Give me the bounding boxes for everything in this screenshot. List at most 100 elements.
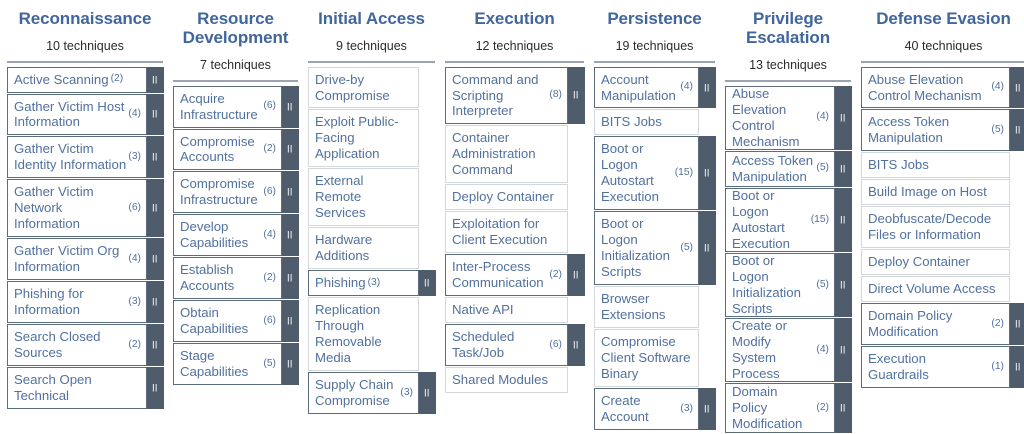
expand-subtechniques-handle[interactable]: || [282, 85, 299, 128]
subtechnique-count: (6) [128, 202, 141, 214]
technique-cell[interactable]: Boot or Logon Initialization Scripts(5) [725, 252, 835, 317]
technique-cell[interactable]: Domain Policy Modification(2) [725, 382, 835, 433]
subtechnique-count: (3) [367, 276, 381, 288]
technique-cell[interactable]: Boot or Logon Autostart Execution(15) [594, 136, 699, 211]
technique-cell[interactable]: Access Token Manipulation(5) [725, 150, 835, 187]
technique-cell[interactable]: Compromise Infrastructure(6) [173, 171, 282, 214]
technique-cell[interactable]: Develop Capabilities(4) [173, 214, 282, 257]
technique-cell[interactable]: BITS Jobs [861, 152, 1010, 179]
technique-cell[interactable]: Acquire Infrastructure(6) [173, 85, 282, 128]
expand-subtechniques-handle[interactable]: || [282, 343, 299, 386]
technique-cell[interactable]: Command and Scripting Interpreter(8) [445, 66, 568, 125]
tactic-header-divider [725, 79, 851, 82]
tactic-title-privilege-escalation[interactable]: Privilege Escalation [745, 9, 831, 48]
technique-cell[interactable]: Create Account(3) [594, 388, 699, 430]
subtechnique-count: (5) [991, 124, 1004, 136]
technique-cell[interactable]: Inter-Process Communication(2) [445, 254, 568, 297]
technique-cell[interactable]: Hardware Additions [308, 227, 419, 270]
technique-cell[interactable]: Search Open Technical [7, 367, 147, 410]
technique-cell[interactable]: Deobfuscate/Decode Files or Information [861, 206, 1010, 249]
expand-subtechniques-handle[interactable]: || [1010, 109, 1024, 152]
tactic-title-reconnaissance[interactable]: Reconnaissance [18, 9, 152, 28]
technique-cell[interactable]: Compromise Accounts(2) [173, 128, 282, 171]
technique-cell[interactable]: Boot or Logon Initialization Scripts(5) [594, 211, 699, 286]
expand-subtechniques-handle[interactable]: || [835, 85, 852, 150]
technique-cell[interactable]: Abuse Elevation Control Mechanism(4) [861, 66, 1010, 109]
expand-subtechniques-handle[interactable]: || [419, 372, 436, 414]
expand-subtechniques-handle[interactable]: || [282, 171, 299, 214]
expand-subtechniques-handle[interactable]: || [282, 257, 299, 300]
technique-cell[interactable]: Exploit Public-Facing Application [308, 109, 419, 168]
technique-cell[interactable]: Gather Victim Identity Information(3) [7, 136, 147, 179]
expand-subtechniques-handle[interactable]: || [835, 317, 852, 382]
technique-cell[interactable]: Establish Accounts(2) [173, 257, 282, 300]
expand-subtechniques-handle[interactable]: || [568, 254, 585, 297]
expand-subtechniques-handle[interactable]: || [699, 388, 716, 430]
technique-name: Container Administration Command [452, 130, 536, 178]
technique-cell[interactable]: Boot or Logon Autostart Execution(15) [725, 187, 835, 252]
tactic-title-defense-evasion[interactable]: Defense Evasion [876, 9, 1011, 28]
double-bar-icon: || [152, 74, 158, 84]
expand-subtechniques-handle[interactable]: || [147, 66, 164, 93]
technique-cell[interactable]: Active Scanning(2) [7, 66, 147, 93]
tactic-title-persistence[interactable]: Persistence [607, 9, 702, 28]
expand-subtechniques-handle[interactable]: || [147, 281, 164, 324]
technique-cell[interactable]: Gather Victim Host Information(4) [7, 93, 147, 136]
expand-subtechniques-handle[interactable]: || [1010, 66, 1024, 109]
technique-cell[interactable]: Account Manipulation(4) [594, 66, 699, 109]
expand-subtechniques-handle[interactable]: || [699, 211, 716, 286]
expand-subtechniques-handle[interactable]: || [282, 300, 299, 343]
technique-cell[interactable]: Compromise Client Software Binary [594, 329, 699, 388]
technique-cell[interactable]: Direct Volume Access [861, 276, 1010, 303]
expand-subtechniques-handle[interactable]: || [1010, 346, 1024, 389]
technique-cell[interactable]: Gather Victim Network Information(6) [7, 179, 147, 238]
expand-subtechniques-handle[interactable]: || [835, 150, 852, 187]
expand-subtechniques-handle[interactable]: || [147, 93, 164, 136]
technique-cell[interactable]: Abuse Elevation Control Mechanism(4) [725, 85, 835, 150]
expand-subtechniques-handle[interactable]: || [282, 214, 299, 257]
expand-subtechniques-handle[interactable]: || [147, 179, 164, 238]
technique-row: Gather Victim Host Information(4)|| [7, 93, 164, 136]
technique-cell[interactable]: Obtain Capabilities(6) [173, 300, 282, 343]
expand-subtechniques-handle[interactable]: || [699, 66, 716, 109]
expand-subtechniques-handle[interactable]: || [835, 187, 852, 252]
technique-cell[interactable]: External Remote Services [308, 168, 419, 227]
expand-subtechniques-handle[interactable]: || [835, 382, 852, 433]
technique-cell[interactable]: Domain Policy Modification(2) [861, 303, 1010, 346]
technique-cell[interactable]: Container Administration Command [445, 125, 568, 184]
tactic-title-resource-development[interactable]: Resource Development [182, 9, 289, 48]
technique-cell[interactable]: Stage Capabilities(5) [173, 343, 282, 386]
technique-cell[interactable]: Drive-by Compromise [308, 66, 419, 109]
technique-cell[interactable]: Phishing for Information(3) [7, 281, 147, 324]
expand-subtechniques-handle[interactable]: || [147, 136, 164, 179]
expand-subtechniques-handle[interactable]: || [699, 136, 716, 211]
technique-cell[interactable]: BITS Jobs [594, 109, 699, 136]
technique-cell[interactable]: Access Token Manipulation(5) [861, 109, 1010, 152]
expand-subtechniques-handle[interactable]: || [1010, 303, 1024, 346]
expand-subtechniques-handle[interactable]: || [147, 324, 164, 367]
expand-subtechniques-handle[interactable]: || [419, 270, 436, 297]
technique-cell[interactable]: Execution Guardrails(1) [861, 346, 1010, 389]
technique-cell[interactable]: Native API [445, 297, 568, 324]
technique-cell[interactable]: Phishing(3) [308, 270, 419, 297]
technique-cell[interactable]: Scheduled Task/Job(6) [445, 324, 568, 367]
expand-subtechniques-handle[interactable]: || [282, 128, 299, 171]
expand-subtechniques-handle[interactable]: || [835, 252, 852, 317]
technique-cell[interactable]: Browser Extensions [594, 286, 699, 329]
technique-cell[interactable]: Create or Modify System Process(4) [725, 317, 835, 382]
technique-cell[interactable]: Exploitation for Client Execution [445, 211, 568, 254]
expand-subtechniques-handle[interactable]: || [568, 66, 585, 125]
technique-cell[interactable]: Deploy Container [445, 184, 568, 211]
technique-cell[interactable]: Gather Victim Org Information(4) [7, 238, 147, 281]
tactic-title-initial-access[interactable]: Initial Access [318, 9, 425, 28]
expand-subtechniques-handle[interactable]: || [568, 324, 585, 367]
tactic-title-execution[interactable]: Execution [474, 9, 555, 28]
expand-subtechniques-handle[interactable]: || [147, 238, 164, 281]
technique-cell[interactable]: Deploy Container [861, 249, 1010, 276]
technique-cell[interactable]: Search Closed Sources(2) [7, 324, 147, 367]
technique-cell[interactable]: Replication Through Removable Media [308, 297, 419, 372]
expand-subtechniques-handle[interactable]: || [147, 367, 164, 410]
technique-cell[interactable]: Supply Chain Compromise(3) [308, 372, 419, 414]
technique-cell[interactable]: Shared Modules [445, 367, 568, 394]
technique-cell[interactable]: Build Image on Host [861, 179, 1010, 206]
